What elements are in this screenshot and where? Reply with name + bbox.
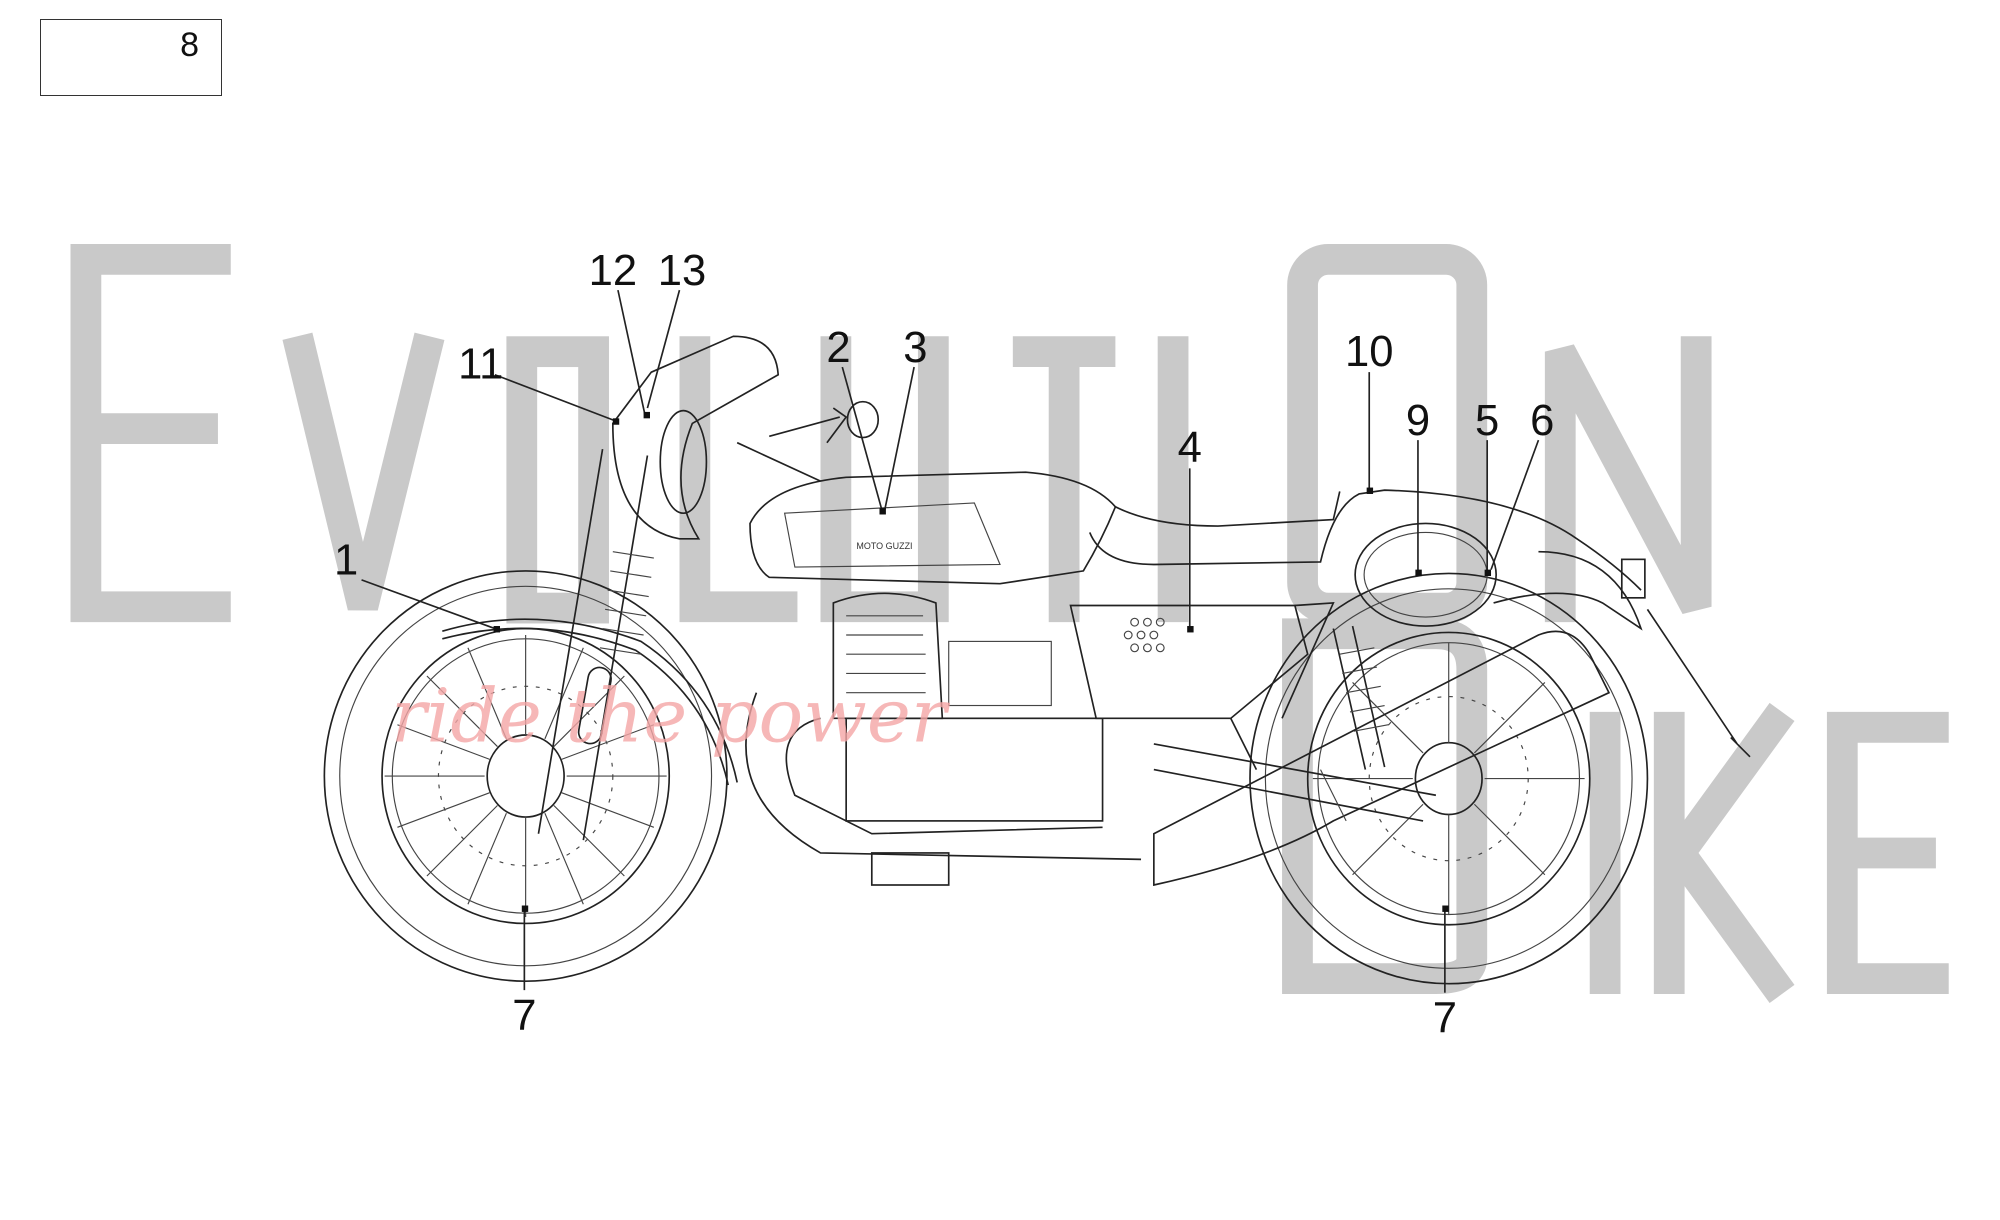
motorcycle-drawing: MOTO GUZZI [323,335,1751,985]
front-wheel [323,570,728,982]
callout-1: 1 [334,537,358,585]
callout-markers [493,411,1492,912]
svg-text:MOTO GUZZI: MOTO GUZZI [856,541,912,551]
callout-9: 9 [1406,397,1430,445]
callout-10: 10 [1345,328,1393,376]
watermark-slogan: ride the power [391,672,951,759]
callout-12: 12 [589,247,637,295]
reference-number-box: 8 [40,19,222,96]
leader-lines [361,289,1540,993]
callout-7-rear: 7 [1433,994,1457,1042]
callout-3: 3 [903,324,927,372]
callout-2: 2 [826,324,850,372]
callout-5: 5 [1475,397,1499,445]
reference-number: 8 [180,26,199,64]
callout-6: 6 [1530,397,1554,445]
rear-wheel [1249,572,1649,985]
callouts: 1 2 3 4 5 6 7 7 9 10 11 12 13 [334,247,1554,1042]
callout-7-front: 7 [512,992,536,1040]
callout-4: 4 [1178,424,1202,472]
front-spokes [384,635,667,918]
callout-13: 13 [658,247,706,295]
callout-11: 11 [458,341,503,389]
frame-and-body: MOTO GUZZI [442,335,1751,887]
watermark-logo [70,243,1949,1004]
